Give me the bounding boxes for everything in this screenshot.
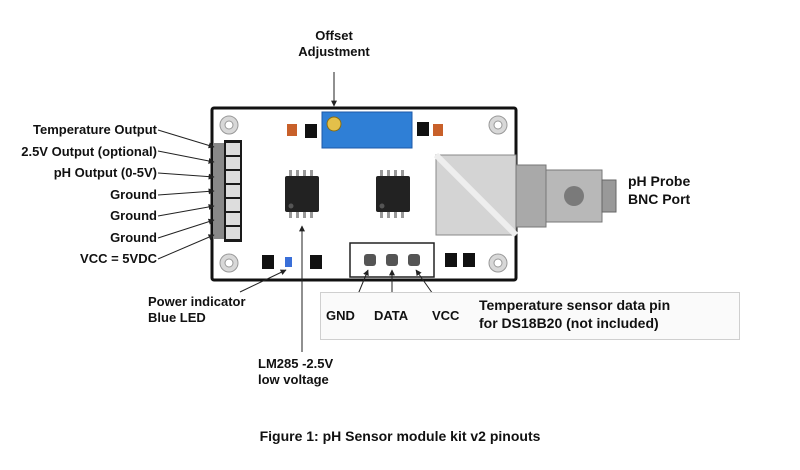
pin-label-ground-2: Ground bbox=[110, 208, 157, 223]
pin-label-ground-3: Ground bbox=[110, 230, 157, 245]
blue-led bbox=[285, 257, 292, 267]
led-leader bbox=[239, 269, 287, 293]
bnc-port bbox=[433, 152, 617, 238]
pin-header bbox=[213, 140, 242, 242]
pin-label-2v5-output: 2.5V Output (optional) bbox=[21, 144, 157, 159]
pin-label-temperature-output: Temperature Output bbox=[33, 122, 157, 137]
ph-probe-line1: pH Probe bbox=[628, 173, 691, 189]
offset-label-line2: Adjustment bbox=[298, 44, 370, 59]
smd-components bbox=[262, 122, 475, 269]
power-led-label: Power indicator Blue LED bbox=[148, 294, 246, 326]
temp-note-line2: for DS18B20 (not included) bbox=[479, 315, 659, 331]
ic-chip-amplifier bbox=[376, 170, 410, 218]
ic-chip-lm285 bbox=[285, 170, 319, 218]
temp-sensor-note: Temperature sensor data pin for DS18B20 … bbox=[479, 296, 670, 332]
lm285-line2: low voltage bbox=[258, 372, 329, 387]
pin-label-ground-1: Ground bbox=[110, 187, 157, 202]
pin-leader-lines bbox=[157, 129, 215, 260]
ph-probe-label: pH Probe BNC Port bbox=[628, 172, 690, 208]
power-led-line1: Power indicator bbox=[148, 294, 246, 309]
lm285-line1: LM285 -2.5V bbox=[258, 356, 334, 371]
temp-pin-vcc: VCC bbox=[432, 308, 460, 323]
pin-label-ph-output: pH Output (0-5V) bbox=[53, 165, 157, 180]
power-led-line2: Blue LED bbox=[148, 310, 206, 325]
offset-potentiometer bbox=[321, 111, 413, 149]
temp-pin-gnd: GND bbox=[326, 308, 355, 323]
offset-adjustment-label: Offset Adjustment bbox=[294, 28, 374, 60]
mounting-holes bbox=[219, 115, 508, 273]
ph-probe-line2: BNC Port bbox=[628, 191, 691, 207]
figure-caption: Figure 1: pH Sensor module kit v2 pinout… bbox=[259, 428, 541, 444]
temp-pin-data: DATA bbox=[374, 308, 409, 323]
temp-sensor-note-box: Temperature sensor data pin for DS18B20 … bbox=[320, 292, 740, 340]
temp-note-line1: Temperature sensor data pin bbox=[479, 297, 671, 313]
offset-label-line1: Offset bbox=[315, 28, 353, 43]
pin-label-vcc: VCC = 5VDC bbox=[80, 251, 157, 266]
lm285-label: LM285 -2.5V low voltage bbox=[258, 356, 333, 388]
